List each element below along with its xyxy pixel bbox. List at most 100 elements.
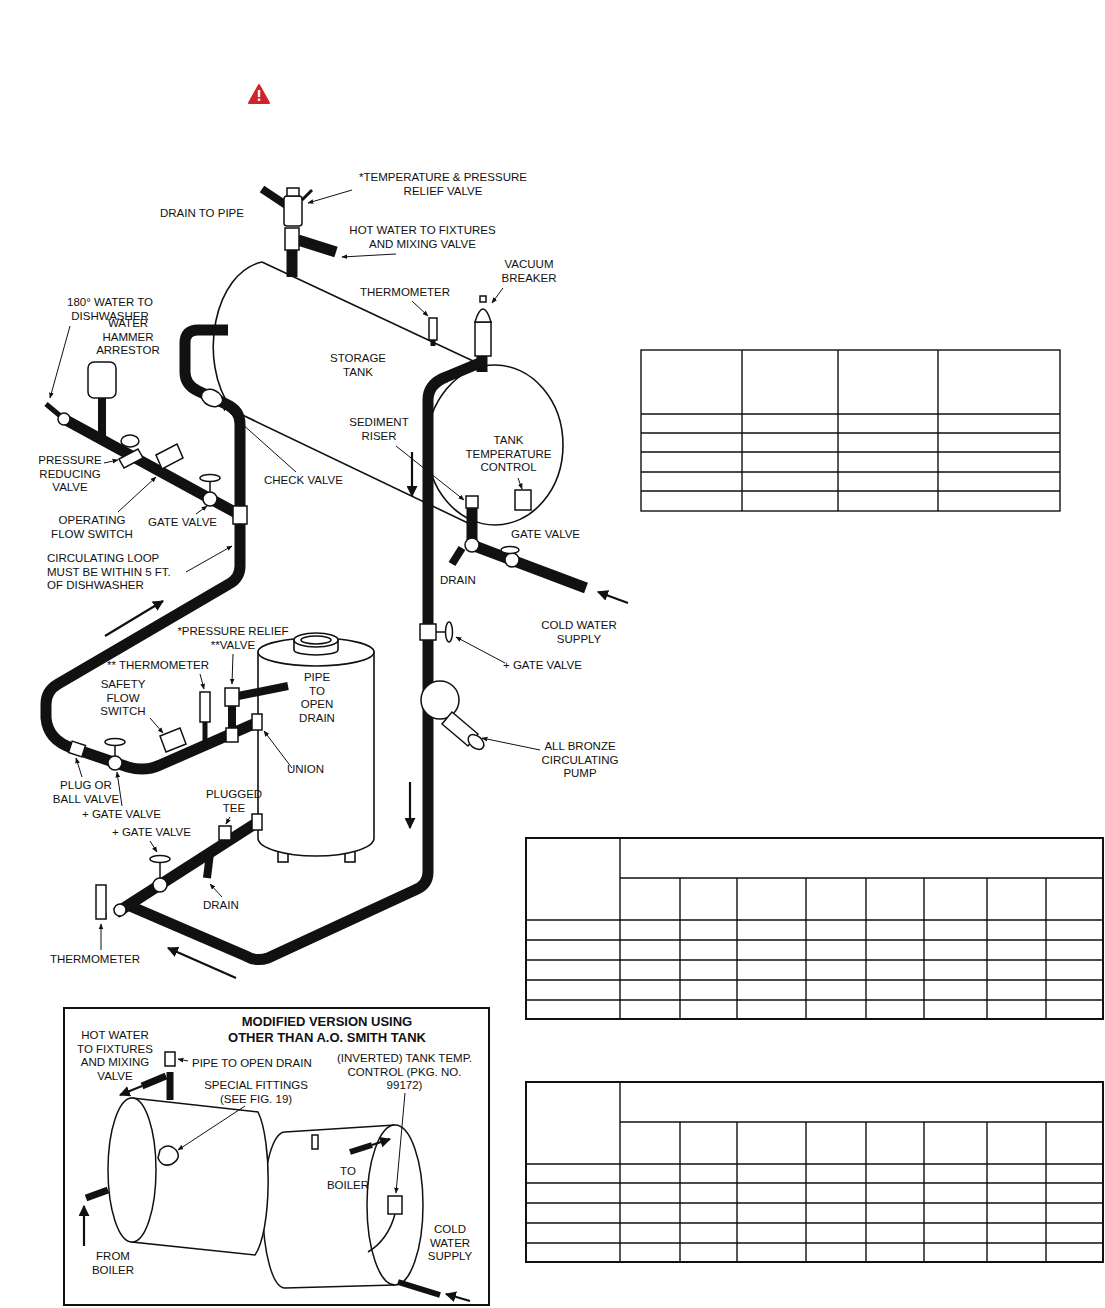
inset-illustration [312,1135,318,1149]
pipe [262,189,286,205]
leader-line [178,1106,245,1150]
leader-line [196,506,207,514]
pipe-fitting [226,728,238,742]
callout-label: PRESSURE REDUCING VALVE [34,454,106,495]
leader-line [222,406,296,472]
callout-label: OPERATING FLOW SWITCH [48,514,136,541]
pipe-fitting [466,496,478,508]
callout-label: WATER HAMMER ARRESTOR [93,317,163,358]
callout-label: THERMOMETER [360,286,460,300]
pipe-fitting [252,814,262,830]
pipe-fitting [429,318,437,340]
pipe-fitting [475,322,491,356]
pipe-fitting [505,553,519,567]
flow-arrow [598,592,628,603]
pipe-fitting [58,413,70,425]
leader-line [412,301,428,316]
table-grid [641,350,1060,511]
pipe [98,398,106,440]
callout-label: + GATE VALVE [503,659,595,673]
pipe-fitting [68,741,85,757]
storage-tank [213,262,563,525]
leader-line [232,654,233,684]
leader-line [396,1093,405,1193]
warning-icon [249,85,269,103]
pipe-fitting [200,692,210,722]
pipe-fitting [465,732,487,753]
callout-label: DRAIN [440,574,484,588]
leader-line [264,731,292,768]
leader-line [150,718,163,733]
pipe-fitting [446,622,453,642]
pipe-fitting [203,492,217,506]
leader-line [50,190,540,1193]
inset-illustration [86,1190,108,1198]
pipe [46,228,586,960]
pipe-fitting [105,739,125,746]
pipe-fitting [150,856,170,863]
leader-line [226,817,230,824]
pipe-fitting [121,435,139,447]
pipe [46,330,258,769]
pipe-fitting [88,362,116,398]
inset-illustration [167,1072,174,1100]
callout-label: PLUGGED TEE [203,788,265,815]
pipe-fitting [119,449,143,468]
flow-arrow [411,452,413,496]
callout-label: TANK TEMPERATURE CONTROL [461,434,556,475]
leader-line [178,1059,188,1061]
flow-arrow [372,1139,390,1145]
inset-illustration [142,1076,166,1086]
callout-label: STORAGE TANK [325,352,391,379]
storage-tank [427,365,563,525]
warning-icon [249,85,269,103]
pipe-fitting [420,624,436,640]
pipe-fitting [160,728,186,752]
callout-label: DRAIN [203,899,247,913]
pipe-fitting [285,228,299,250]
pipe-fitting [209,481,211,492]
callout-label: ALL BRONZE CIRCULATING PUMP [538,740,622,781]
pipe-fitting [96,885,106,919]
leader-line [104,460,118,463]
flow-arrow [409,782,411,828]
pipe [472,505,586,588]
table-grid [526,1082,1103,1262]
callout-label: ** THERMOMETER [107,659,222,673]
table-grid [526,838,1103,1019]
inset-illustration [388,1196,402,1214]
leader-line [308,190,352,203]
pipe-fitting [200,475,220,482]
callout-label: *TEMPERATURE & PRESSURE RELIEF VALVE [348,171,538,198]
pipe-fitting [219,826,231,840]
pipe-fitting [436,631,446,633]
pipe [298,240,336,252]
leader-line [186,546,232,572]
leader-line [342,254,396,257]
flow-arrow [83,1206,85,1246]
callout-label: CIRCULATING LOOP MUST BE WITHIN 5 FT. OF… [47,552,185,593]
pipe-fitting [287,188,299,196]
callout-label: (INVERTED) TANK TEMP. CONTROL (PKG. NO. … [332,1052,477,1093]
callout-label: HOT WATER TO FIXTURES AND MIXING VALVE [340,224,505,251]
pipe-fitting [284,196,302,226]
pipe-fitting [159,862,161,878]
callout-label: HOT WATER TO FIXTURES AND MIXING VALVE [74,1029,156,1083]
pipe [238,686,288,696]
table-grid [526,1082,1103,1262]
leader-line [76,758,82,777]
boiler-tank [294,633,338,647]
flow-arrow [446,1294,470,1301]
leader-line [50,326,70,398]
leader-line [101,924,102,950]
pipe-fitting [252,714,262,730]
callout-label: *PRESSURE RELIEF **VALVE [173,625,293,652]
flow-arrow [105,601,163,636]
inset-illustration [350,1145,372,1152]
inset-illustration [165,1052,175,1066]
leader-line [482,738,540,750]
callout-label: VACUUM BREAKER [496,258,562,285]
callout-label: COLD WATER SUPPLY [535,619,623,646]
table-grid [526,838,1103,1019]
